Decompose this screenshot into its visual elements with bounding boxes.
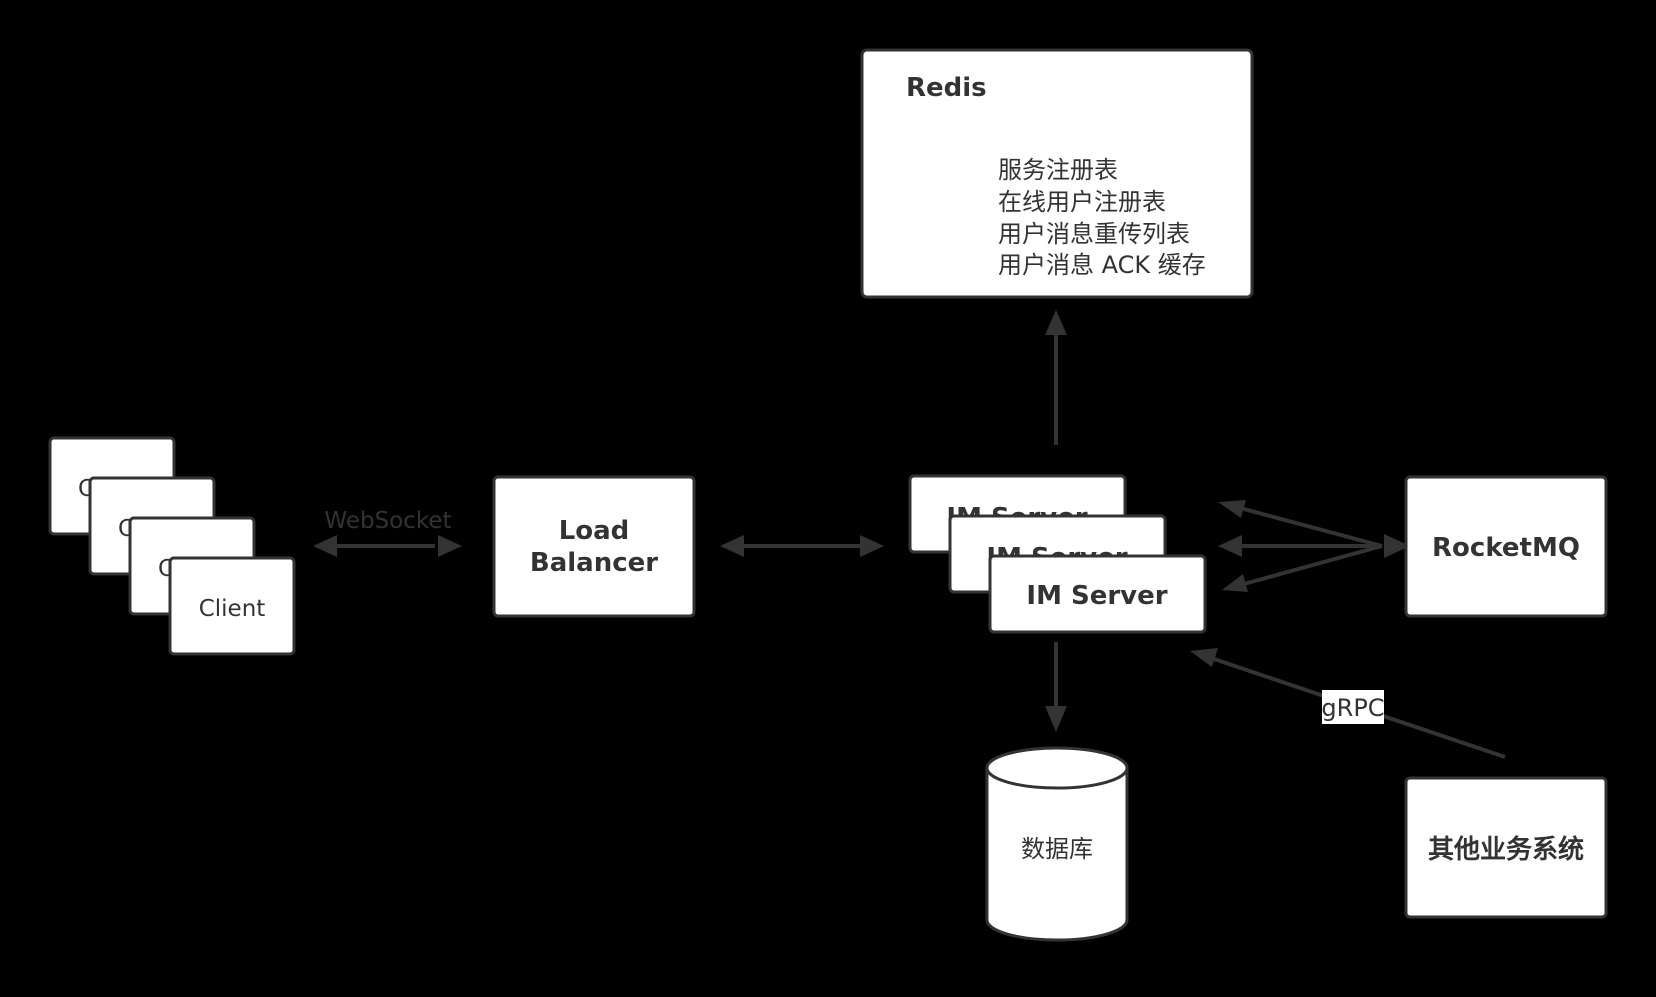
edge-im-rocketmq xyxy=(1218,500,1410,592)
redis-title: Redis xyxy=(906,73,987,103)
redis-item: 在线用户注册表 xyxy=(998,188,1166,216)
grpc-label: gRPC xyxy=(1321,694,1384,722)
grpc-label-bg xyxy=(1322,690,1384,724)
edge-websocket: WebSocket xyxy=(313,508,462,557)
im-server-stack: IM Server IM Server IM Server xyxy=(908,474,1207,634)
im-server-label: IM Server xyxy=(1026,581,1167,611)
redis-node: Redis 服务注册表 在线用户注册表 用户消息重传列表 用户消息 ACK 缓存 xyxy=(860,48,1254,299)
load-balancer-node: Load Balancer xyxy=(492,475,696,618)
edge-lb-im xyxy=(720,535,884,557)
redis-item: 用户消息重传列表 xyxy=(998,220,1190,248)
client-stack: C C C Client xyxy=(48,436,296,656)
database-label: 数据库 xyxy=(1021,835,1093,863)
im-server-node: IM Server xyxy=(988,554,1207,634)
edge-im-redis xyxy=(1045,310,1067,445)
websocket-label: WebSocket xyxy=(324,508,451,534)
rocketmq-node: RocketMQ xyxy=(1404,475,1608,618)
load-balancer-label-line: Load xyxy=(559,516,630,546)
redis-item: 服务注册表 xyxy=(998,156,1118,184)
database-node: 数据库 xyxy=(985,746,1129,942)
load-balancer-label-line: Balancer xyxy=(530,548,658,578)
other-systems-node: 其他业务系统 xyxy=(1404,776,1608,919)
client-label: Client xyxy=(199,596,266,622)
edge-im-database xyxy=(1045,642,1067,732)
edge-grpc: gRPC xyxy=(1190,648,1506,759)
client-node: Client xyxy=(168,556,296,656)
rocketmq-label: RocketMQ xyxy=(1432,533,1580,563)
redis-item: 用户消息 ACK 缓存 xyxy=(998,251,1206,279)
other-systems-label: 其他业务系统 xyxy=(1428,834,1584,865)
